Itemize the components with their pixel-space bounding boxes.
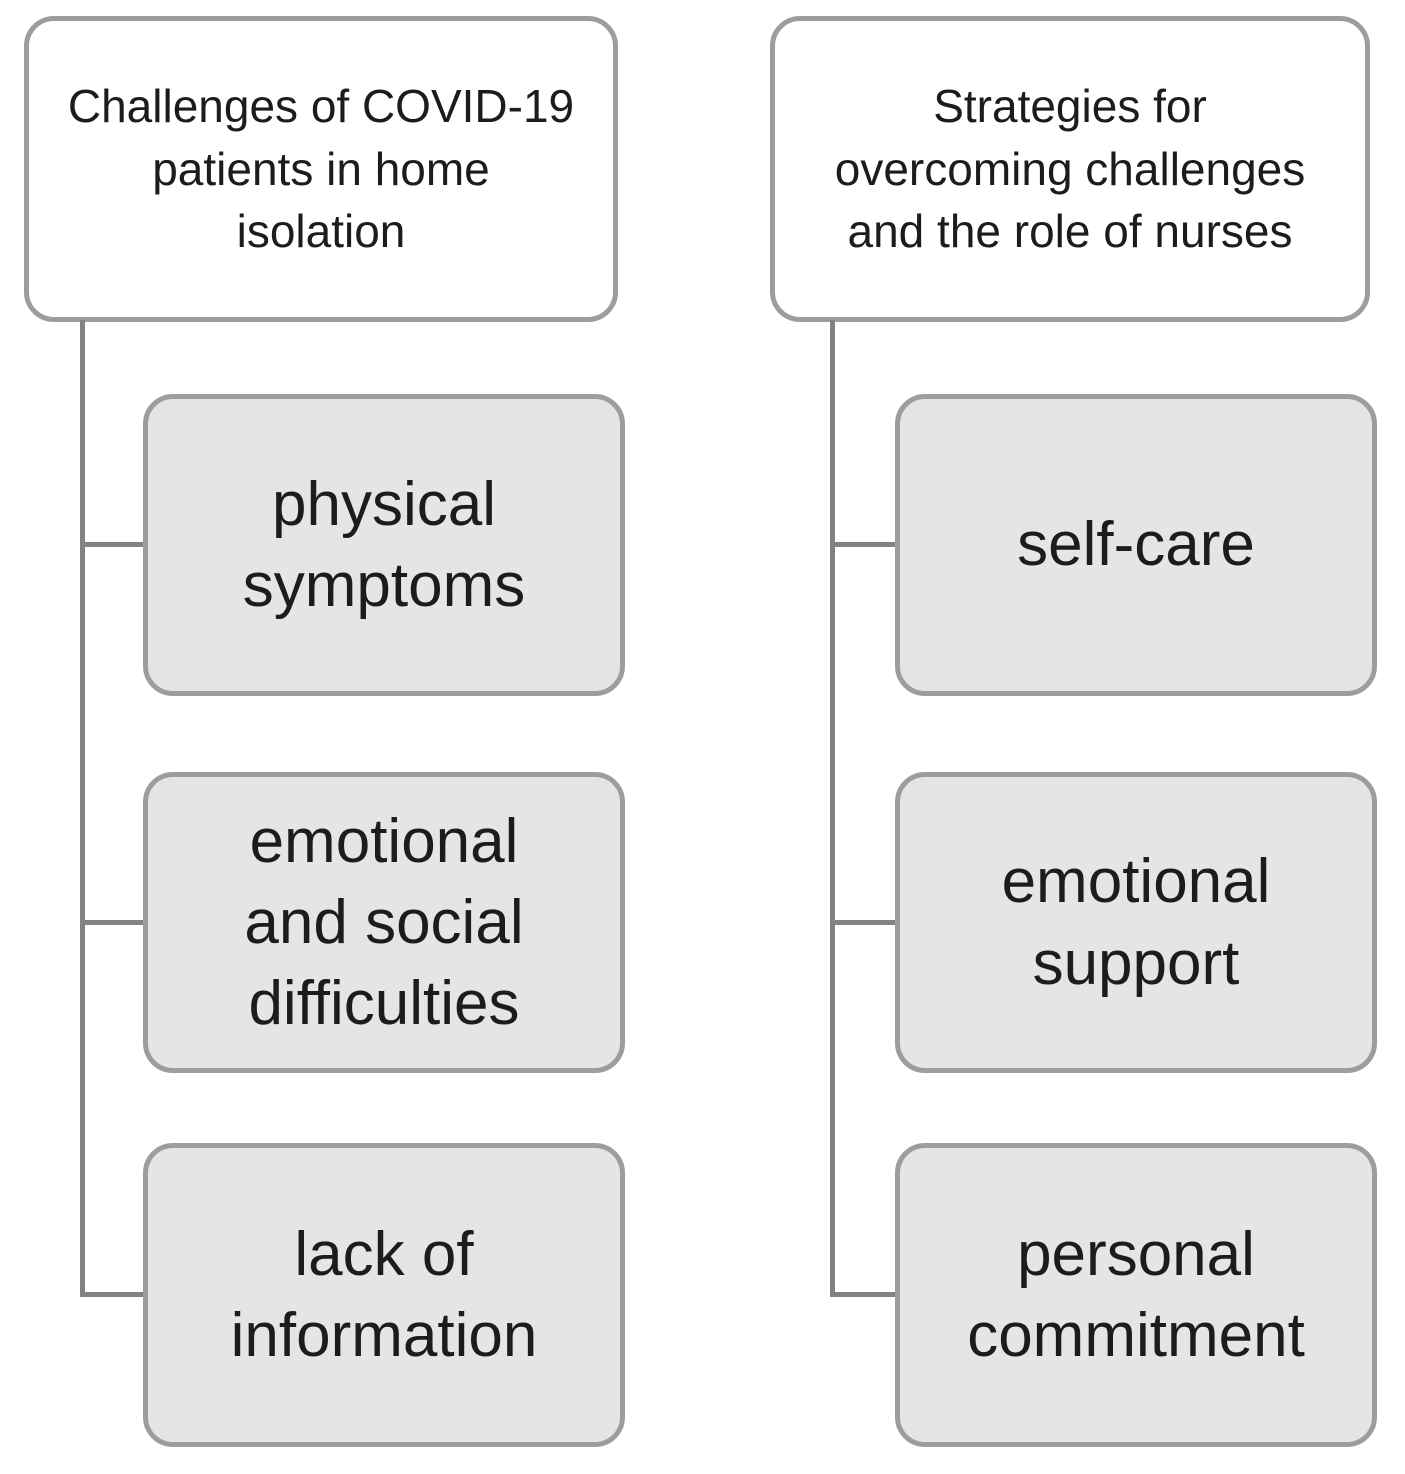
node-physical-symptoms: physical symptoms [143, 394, 625, 696]
challenges-connector-trunk [80, 320, 85, 1296]
strategies-connector-branch-1 [830, 542, 895, 547]
challenges-connector-branch-1 [80, 542, 143, 547]
node-emotional-support: emotional support [895, 772, 1377, 1073]
challenges-root-node: Challenges of COVID-19 patients in home … [24, 16, 618, 322]
node-self-care: self-care [895, 394, 1377, 696]
strategies-connector-branch-2 [830, 920, 895, 925]
strategies-connector-trunk [830, 320, 835, 1296]
node-personal-commitment: personal commitment [895, 1143, 1377, 1447]
challenges-connector-branch-3 [80, 1292, 143, 1297]
strategies-root-node: Strategies for overcoming challenges and… [770, 16, 1370, 322]
challenges-connector-branch-2 [80, 920, 143, 925]
strategies-connector-branch-3 [830, 1292, 895, 1297]
node-lack-of-information: lack of information [143, 1143, 625, 1447]
node-emotional-social-difficulties: emotional and social difficulties [143, 772, 625, 1073]
